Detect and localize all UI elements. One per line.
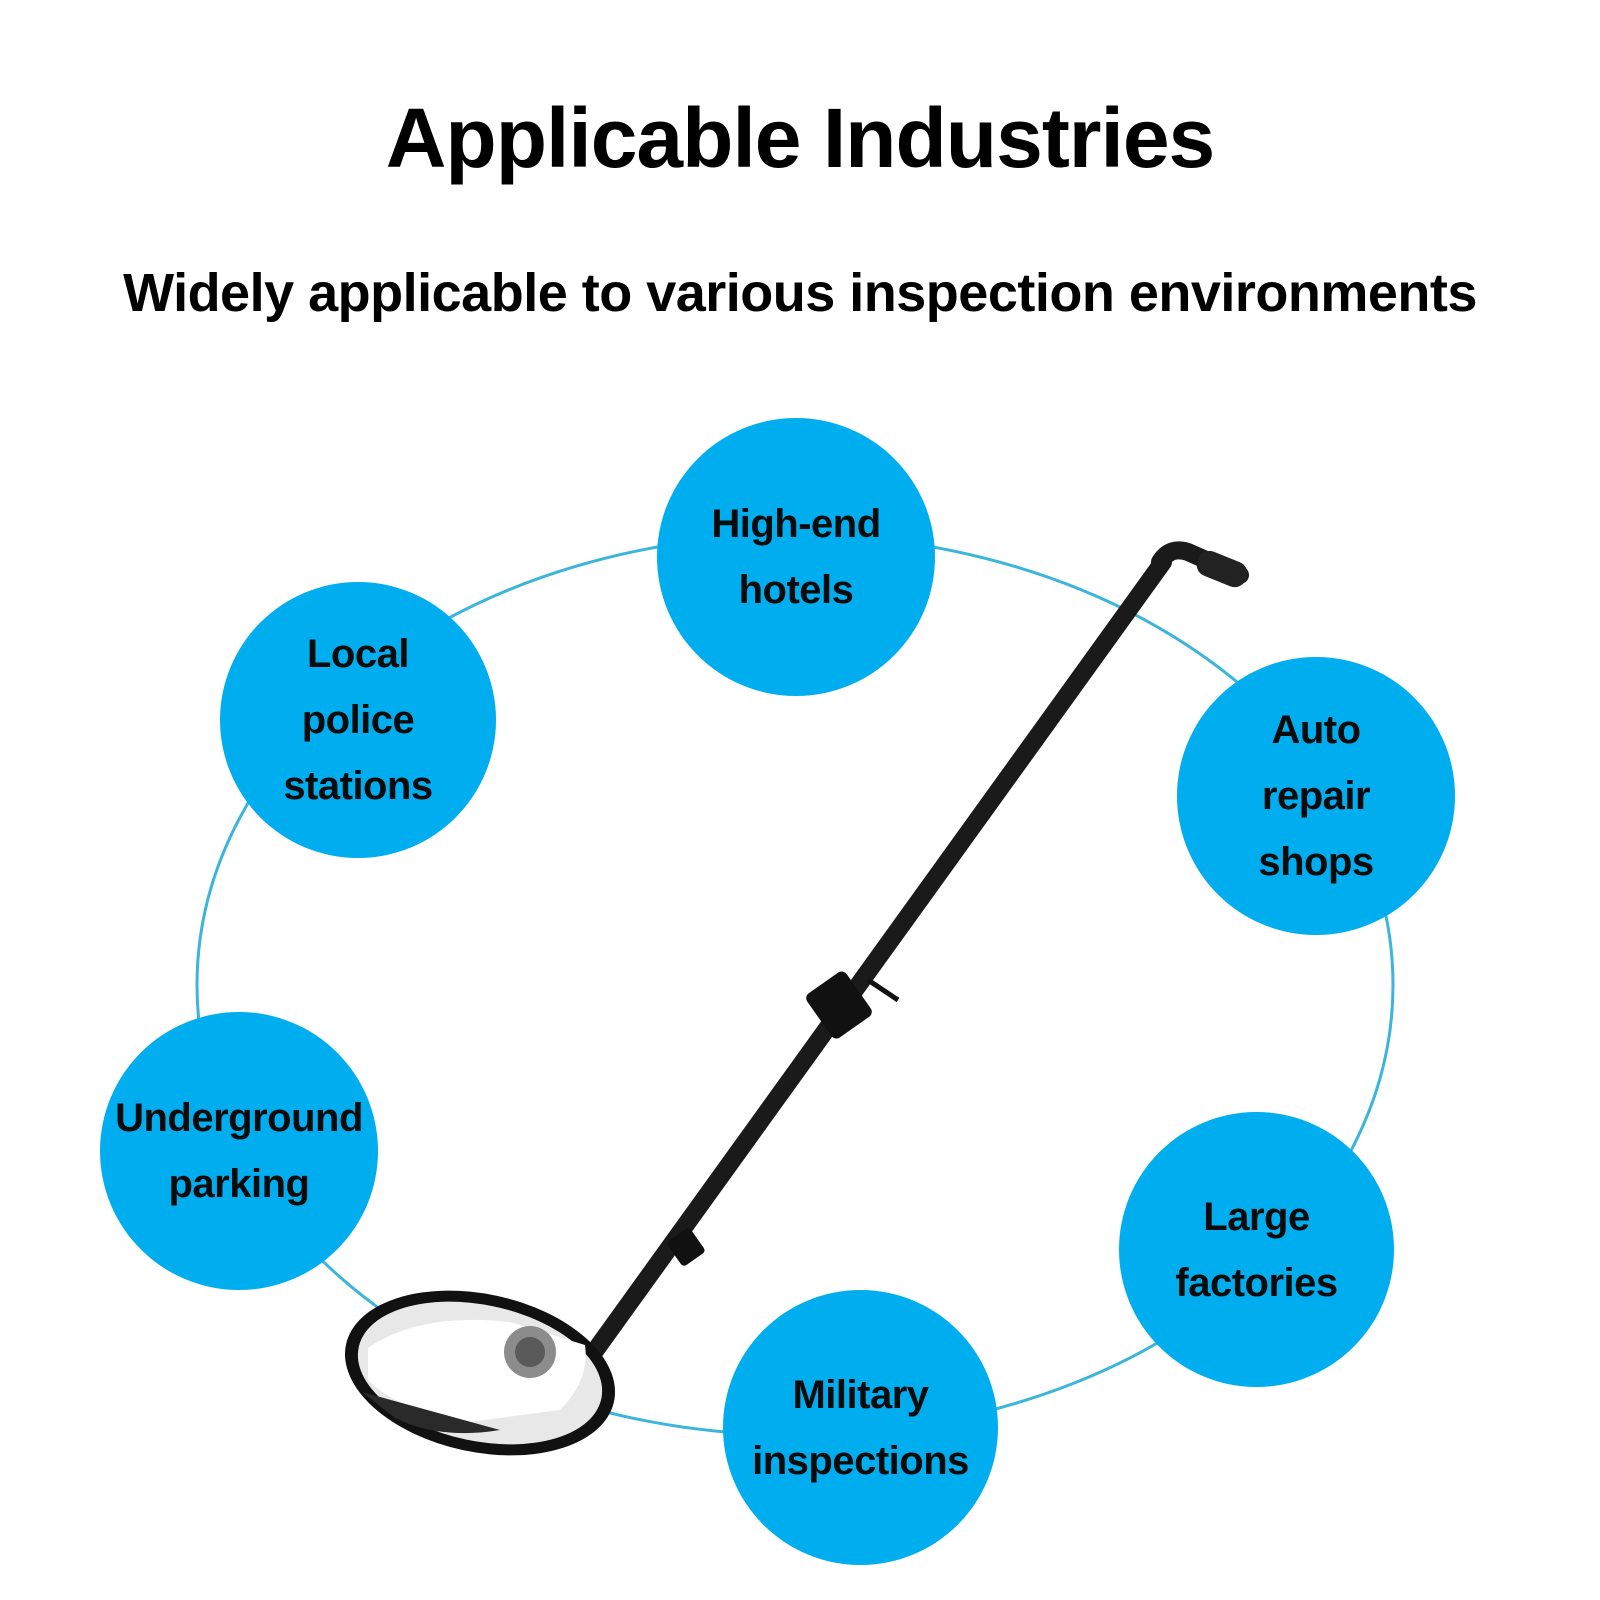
page-subtitle: Widely applicable to various inspection … — [123, 263, 1477, 323]
industry-bubble-military: Military inspections — [723, 1290, 998, 1565]
industry-bubble-auto: Auto repair shops — [1177, 657, 1455, 935]
industry-label-line: factories — [1175, 1260, 1338, 1305]
industry-bubble-parking: Underground parking — [100, 1012, 378, 1290]
industry-bubble-factories: Large factories — [1119, 1112, 1394, 1387]
industry-label-line: parking — [168, 1162, 310, 1206]
industry-label-line: inspections — [752, 1438, 969, 1483]
industry-label-line: High-end — [711, 502, 881, 546]
industry-label-line: hotels — [738, 568, 854, 612]
industry-label-line: Military — [792, 1372, 929, 1417]
industry-label-line: shops — [1258, 840, 1374, 884]
industry-label-line: Auto — [1271, 708, 1361, 752]
industry-bubble-hotels: High-end hotels — [657, 418, 935, 696]
page-title: Applicable Industries — [385, 91, 1216, 185]
industry-label-line: Underground — [115, 1096, 363, 1140]
industry-label-line: Large — [1203, 1194, 1310, 1239]
industry-label-line: stations — [283, 764, 433, 808]
industry-bubble-police: Local police stations — [220, 582, 496, 858]
industry-label-line: repair — [1261, 774, 1371, 818]
industry-label-line: police — [301, 698, 415, 742]
industry-label-line: Local — [307, 632, 409, 676]
